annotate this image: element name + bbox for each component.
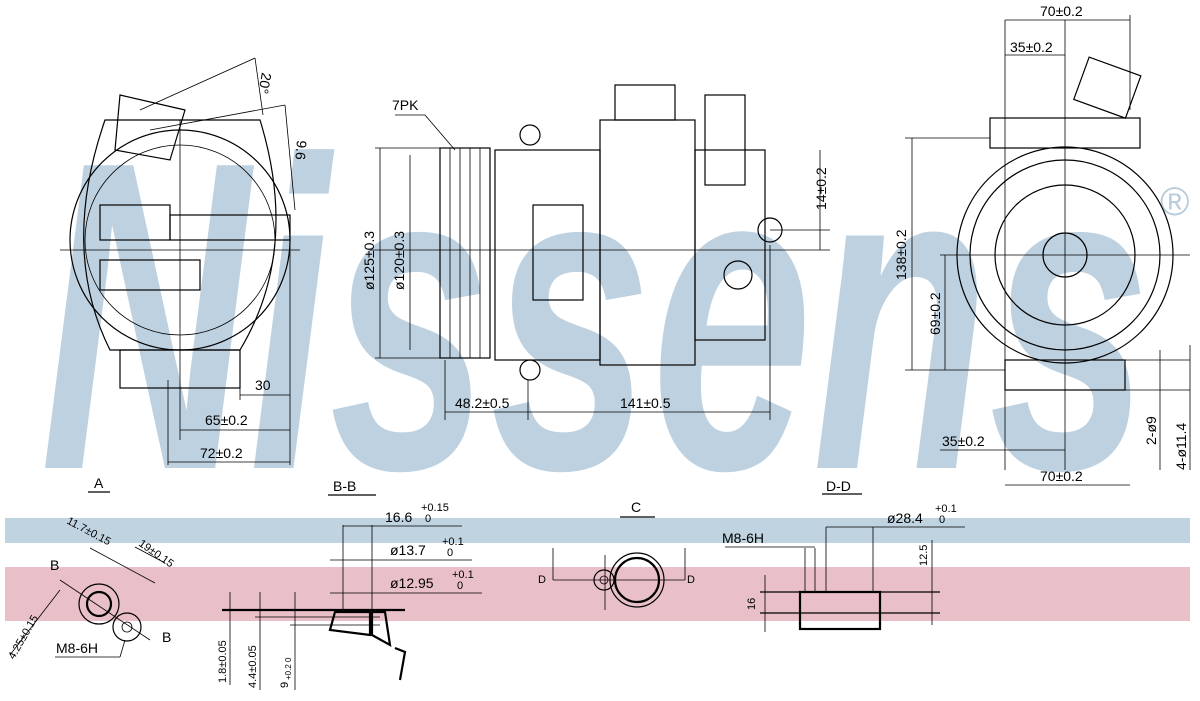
thread-a: M8-6H: [56, 640, 98, 656]
section-bb-title: B-B: [333, 478, 356, 494]
cut-d-1: D: [538, 574, 546, 586]
section-dd-title: D-D: [826, 478, 851, 494]
dim-30: 30: [255, 377, 271, 393]
dia-125: ø125±0.3: [361, 231, 377, 290]
dim-13-7: ø13.7: [390, 542, 426, 558]
dim-48: 48.2±0.5: [455, 395, 510, 411]
dim-72: 72±0.2: [200, 445, 243, 461]
tol-9: +0.2 0: [284, 657, 293, 680]
dim-1-8: 1.8±0.05: [217, 640, 229, 683]
section-c-detail: [552, 516, 686, 610]
rear-view: [905, 15, 1191, 486]
front-view: [370, 84, 830, 420]
tol-28-4-lo: 0: [939, 514, 945, 526]
section-bb-detail: [222, 494, 482, 690]
holes-9: 2-ø9: [1143, 416, 1159, 445]
dim-9: 9: [279, 682, 291, 688]
holes-11: 4-ø11.4: [1173, 423, 1189, 470]
tol-12-95-lo: 0: [457, 580, 463, 592]
dim-12-95: ø12.95: [390, 575, 434, 591]
tol-13-7-up: +0.1: [442, 536, 464, 548]
angle-label: 20°: [255, 71, 274, 95]
bottom-70: 70±0.2: [1040, 468, 1083, 484]
dim-141: 141±0.5: [620, 395, 671, 411]
dim-69: 69±0.2: [927, 292, 943, 335]
dim-16: 16: [746, 598, 758, 610]
cut-b-1: B: [50, 557, 59, 573]
registered-mark: ®: [1160, 180, 1189, 224]
thread-dd: M8-6H: [722, 530, 764, 546]
dim-12-5: 12.5: [918, 545, 930, 566]
blue-band: [5, 518, 1190, 543]
tol-16-6-lo: 0: [425, 513, 431, 525]
tol-16-6-up: +0.15: [421, 502, 449, 514]
dim-4-4: 4.4±0.05: [247, 645, 259, 688]
dim-65: 65±0.2: [205, 412, 248, 428]
offset-label: 9.6: [292, 140, 310, 161]
belt-type: 7PK: [392, 97, 419, 113]
dim-16-6: 16.6: [385, 509, 412, 525]
section-c-title: C: [631, 499, 641, 515]
left-side-view: [60, 57, 300, 465]
section-a-detail: [9, 491, 166, 658]
tol-28-4-up: +0.1: [935, 503, 957, 515]
red-band: [5, 567, 1190, 621]
top-70: 70±0.2: [1040, 3, 1083, 19]
cut-d-2: D: [687, 574, 695, 586]
tol-12-95-up: +0.1: [452, 569, 474, 581]
dia-120: ø120±0.3: [391, 231, 407, 290]
watermark-logo: Nissens: [40, 71, 1150, 562]
top-35: 35±0.2: [1010, 39, 1053, 55]
section-dd-detail: [725, 493, 965, 632]
dim-14: 14±0.2: [813, 167, 829, 210]
bottom-35: 35±0.2: [942, 433, 985, 449]
tol-13-7-lo: 0: [447, 547, 453, 559]
dim-138: 138±0.2: [893, 229, 909, 280]
dim-28-4: ø28.4: [887, 510, 923, 526]
section-a-title: A: [94, 475, 104, 491]
cut-b-2: B: [162, 629, 171, 645]
